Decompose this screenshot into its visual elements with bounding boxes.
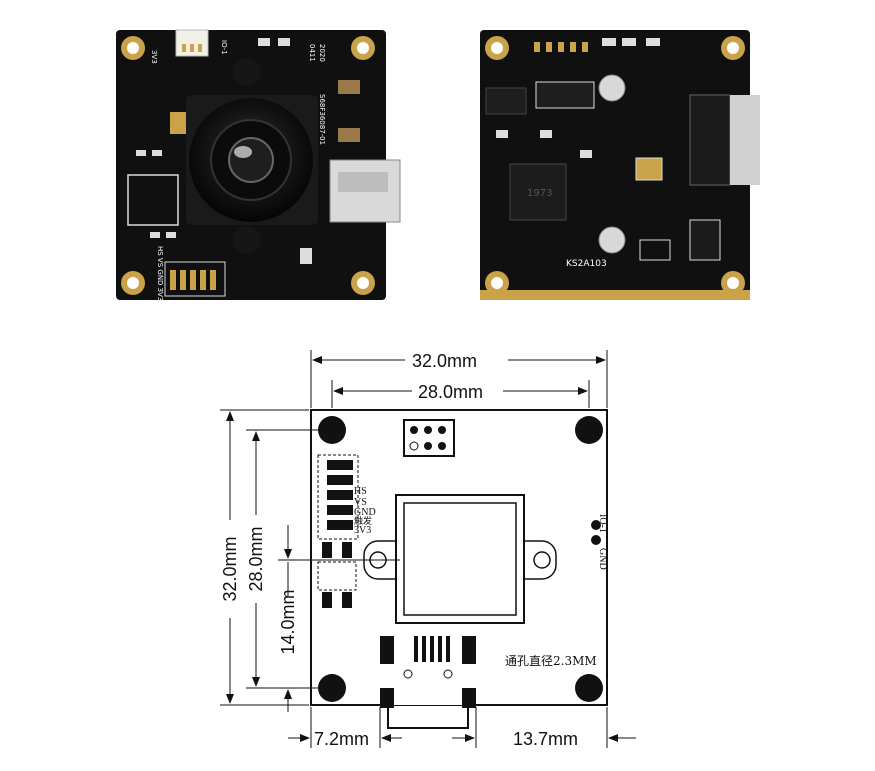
drawing-hole-bl [318,674,346,702]
back-chip-label: 1973 [527,188,552,199]
dim-height-holes: 28.0mm [246,526,266,591]
drawing-hole-tr [575,416,603,444]
right-label-io: IO-1 [597,514,608,533]
pin-label-trigger: 触发 [354,515,372,526]
dim-width-holes: 28.0mm [418,382,483,402]
dim-right-offset: 13.7mm [513,729,578,749]
drawing-usb-connector [380,635,476,705]
dimension-drawing: HS VS GND 触发 3V3 IO-1 GND 通孔直径2.3MM [220,350,636,749]
pin-label-vs: VS [354,497,367,508]
drawing-top-connector [403,419,455,457]
hole-diameter-note: 通孔直径2.3MM [505,654,597,668]
front-silk-week: 0411 [308,44,316,62]
front-silk-year: 2020 [318,44,326,62]
front-header-connector [175,29,209,57]
pin-label-gnd: GND [354,507,376,518]
front-silk-part: S68F36087-01 [318,94,326,145]
dim-lens-center: 14.0mm [278,589,298,654]
front-board-photo: 3V3 IO-1 2020 0411 S68F36087-01 HS VS GN… [116,29,401,301]
back-main-chip [509,163,567,221]
pin-label-hs: HS [354,486,367,497]
dim-height-outer: 32.0mm [220,536,240,601]
dim-width-outer: 32.0mm [412,351,477,371]
front-silk-io: IO-1 [220,40,228,55]
drawing-hole-br [575,674,603,702]
pin-label-3v3: 3V3 [354,525,371,536]
back-board-photo: 1973 KS2A103 [480,30,760,300]
back-regulator [485,87,527,115]
back-screw-bottom [598,226,626,254]
back-model-label: KS2A103 [566,259,607,269]
back-screw-top [598,74,626,102]
drawing-hole-tl [318,416,346,444]
right-label-gnd: GND [597,548,608,570]
drawing-lens-holder [395,494,525,624]
dim-left-offset: 7.2mm [314,729,369,749]
front-silk-3v3: 3V3 [150,50,158,64]
drawing-pin-header [317,454,359,540]
front-silk-pins: HS VS GND 3V3 [156,246,164,301]
